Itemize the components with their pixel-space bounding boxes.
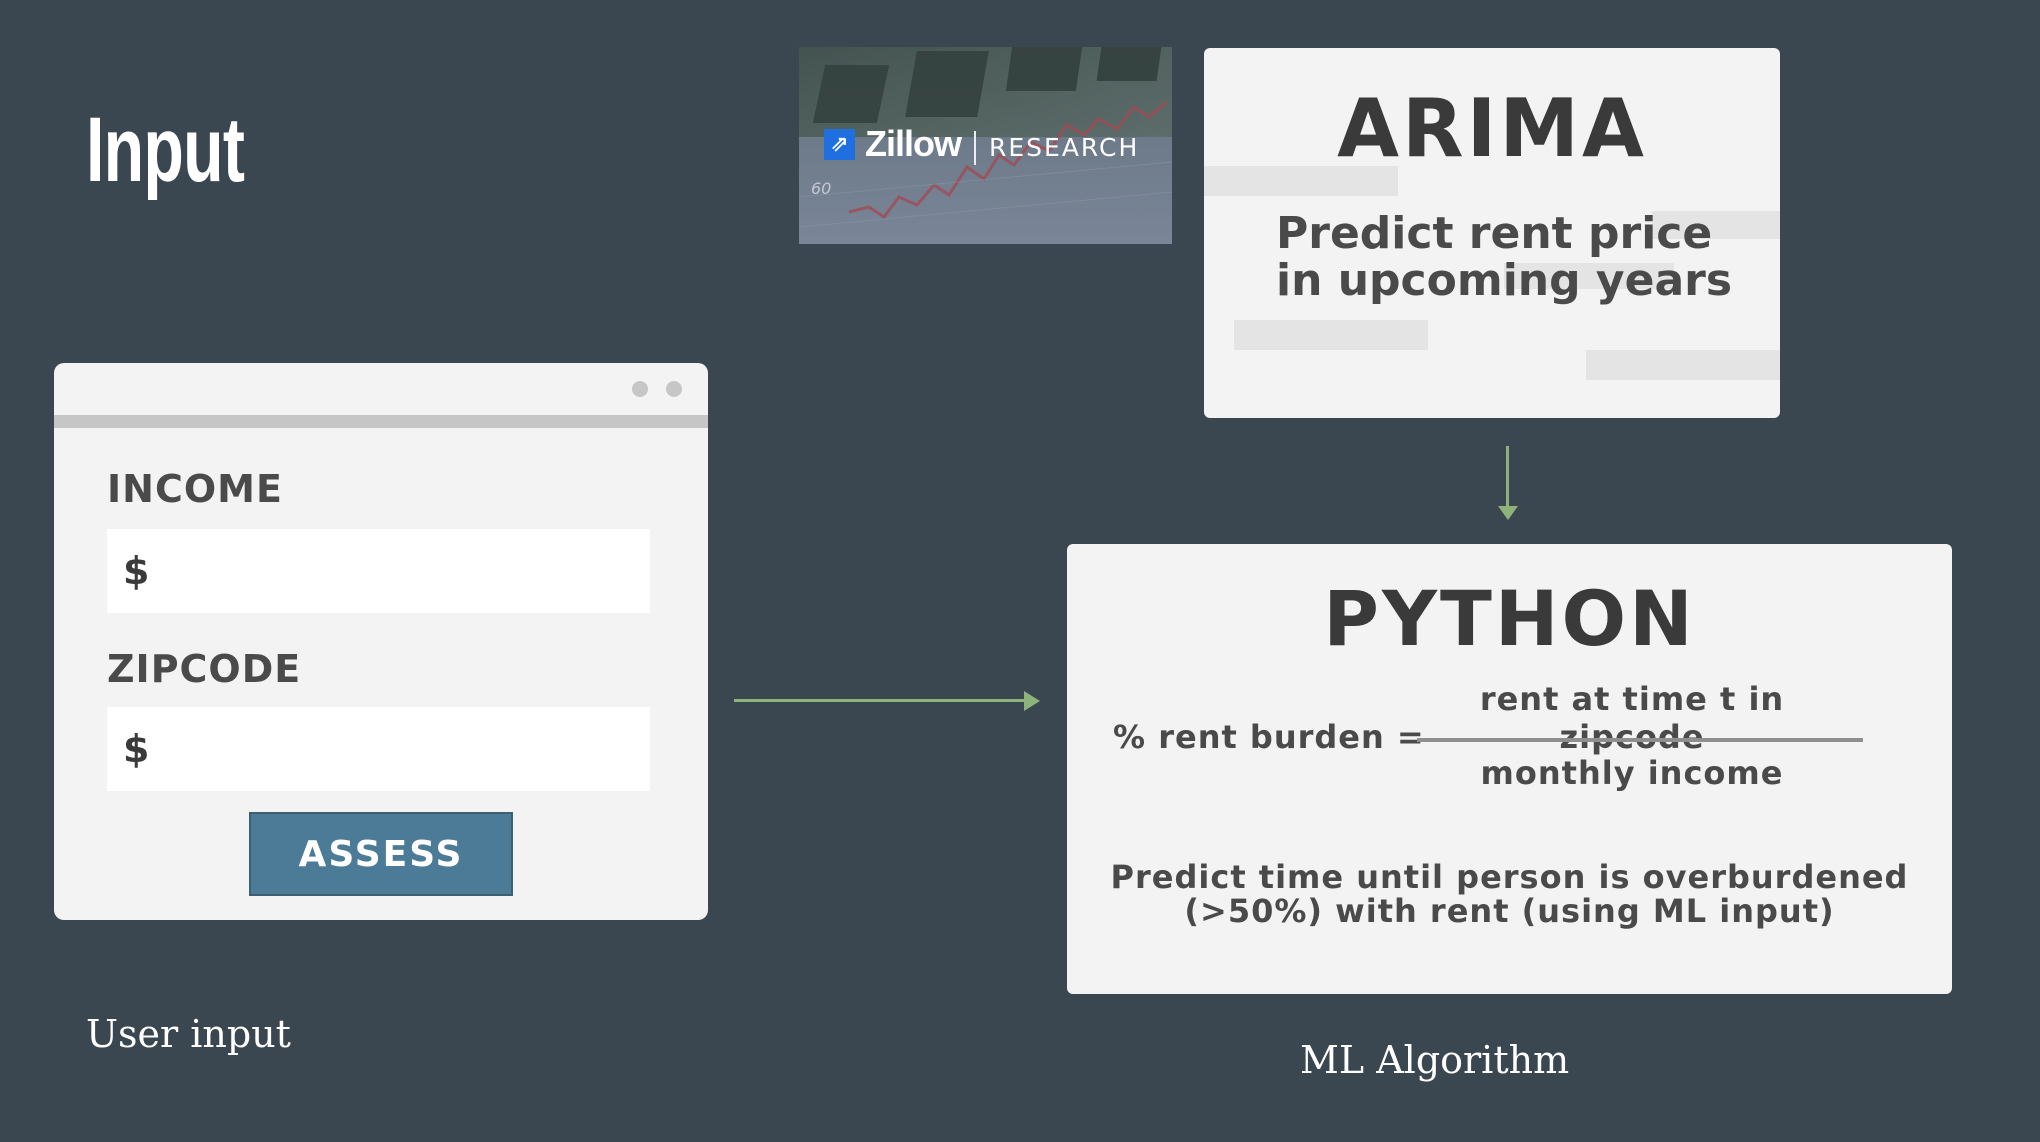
houses-photo xyxy=(799,47,1172,137)
input-form-window: INCOME ZIPCODE ASSESS xyxy=(54,363,708,920)
zillow-research-image: ⇗ Zillow RESEARCH 60 xyxy=(799,47,1172,244)
ghost-bar xyxy=(1504,263,1674,289)
right-arrow-shaft xyxy=(734,699,1030,702)
down-arrow-icon xyxy=(1498,506,1518,520)
zillow-research-label: RESEARCH xyxy=(989,133,1140,162)
down-arrow-shaft xyxy=(1506,446,1509,510)
fraction-bar xyxy=(1417,738,1863,742)
logo-divider xyxy=(974,131,976,165)
ghost-bar xyxy=(1204,166,1398,196)
window-title-bar xyxy=(54,415,708,428)
income-input[interactable] xyxy=(107,529,650,613)
arima-description-line: in upcoming years xyxy=(1276,255,1733,306)
arima-description: Predict rent price in upcoming years xyxy=(1276,210,1732,304)
ml-algorithm-caption: ML Algorithm xyxy=(1300,1038,1570,1082)
ghost-bar xyxy=(1586,350,1780,380)
formula-denominator: monthly income xyxy=(1480,754,1784,792)
slide-title: Input xyxy=(86,99,245,201)
formula-numerator: rent at time t in zipcode xyxy=(1479,680,1785,756)
arima-card: ARIMA Predict rent price in upcoming yea… xyxy=(1204,48,1780,418)
formula-lhs: % rent burden = xyxy=(1113,718,1425,756)
assess-button[interactable]: ASSESS xyxy=(249,812,513,896)
python-title: PYTHON xyxy=(1323,574,1696,663)
user-input-caption: User input xyxy=(86,1012,291,1056)
arima-title: ARIMA xyxy=(1337,82,1647,175)
python-description-line: Predict time until person is overburdene… xyxy=(1110,858,1909,896)
income-label: INCOME xyxy=(107,467,283,511)
stock-chart-graphic xyxy=(799,100,1172,228)
ghost-bar xyxy=(1652,211,1780,239)
window-dot-icon xyxy=(632,381,648,397)
window-dot-icon xyxy=(666,381,682,397)
arima-description-line: Predict rent price xyxy=(1276,208,1713,259)
ghost-bar xyxy=(1234,320,1428,350)
python-description-line: (>50%) with rent (using ML input) xyxy=(1184,892,1835,930)
zipcode-label: ZIPCODE xyxy=(107,647,302,691)
zillow-brand: Zillow xyxy=(865,123,962,164)
python-description: Predict time until person is overburdene… xyxy=(1067,860,1952,928)
zipcode-input[interactable] xyxy=(107,707,650,791)
right-arrow-icon xyxy=(1024,691,1040,711)
python-card: PYTHON % rent burden = rent at time t in… xyxy=(1067,544,1952,994)
chart-tick-label: 60 xyxy=(811,179,832,198)
zillow-logo-icon: ⇗ xyxy=(824,129,855,160)
